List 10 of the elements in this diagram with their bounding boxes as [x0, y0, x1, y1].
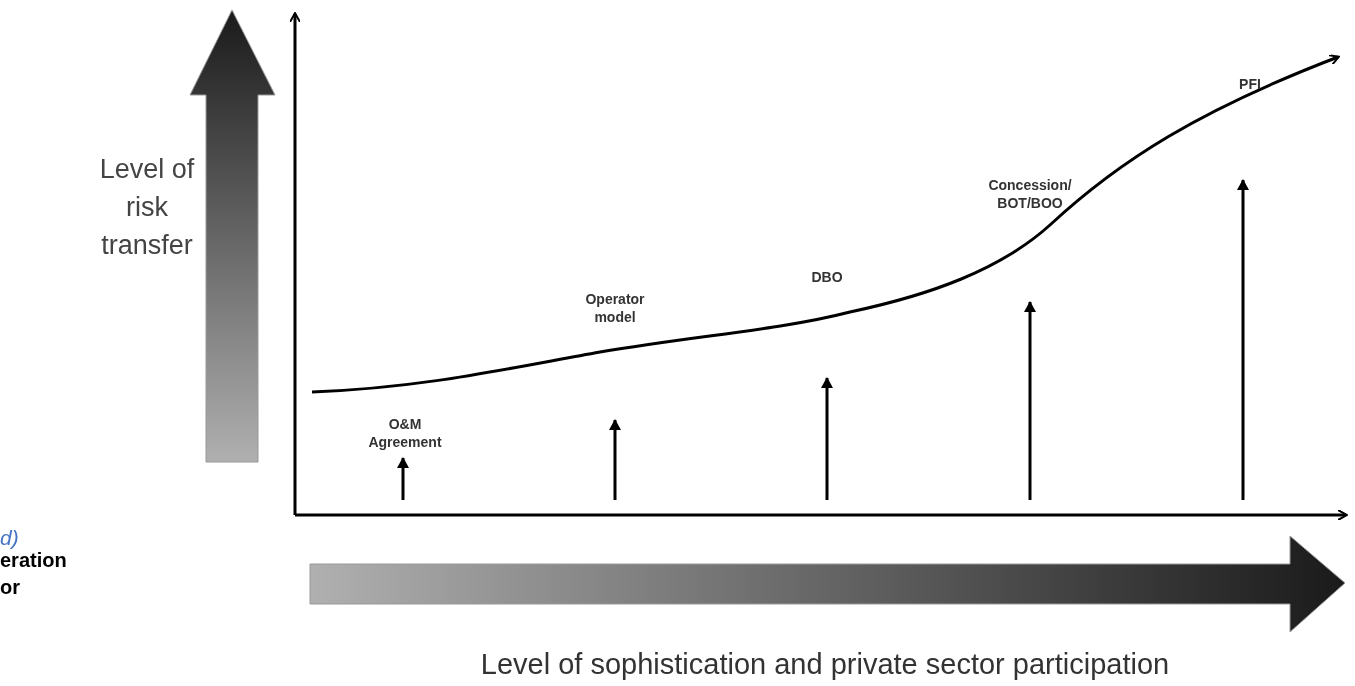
text-fragment: d) — [0, 525, 20, 551]
stage-label: Concession/ BOT/BOO — [987, 176, 1073, 212]
text-fragment: or — [0, 575, 21, 600]
axis-title: Level of sophistication and private sector participation — [479, 647, 1171, 682]
stage-label: PFI — [1238, 75, 1262, 93]
stage-label: Operator model — [584, 290, 646, 326]
axis-title: Level of risk transfer — [98, 153, 196, 262]
stage-label: O&M Agreement — [367, 415, 443, 451]
stage-label: DBO — [810, 268, 844, 286]
text-fragment: eration — [0, 549, 68, 573]
